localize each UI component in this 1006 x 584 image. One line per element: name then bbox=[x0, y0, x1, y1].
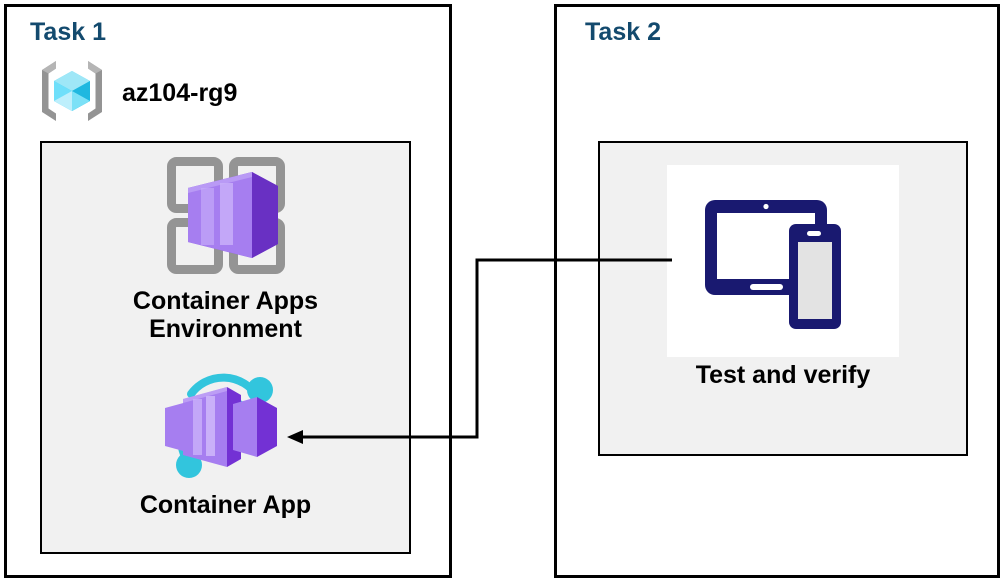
devices-test-icon bbox=[695, 184, 871, 339]
task-2-title: Task 2 bbox=[585, 18, 661, 46]
node-label-container-app: Container App bbox=[139, 491, 312, 519]
resource-group-name: az104-rg9 bbox=[122, 79, 238, 107]
container-apps-environment-icon bbox=[160, 152, 292, 283]
azure-resource-group-icon bbox=[36, 58, 108, 129]
node-label-test-and-verify: Test and verify bbox=[695, 361, 871, 389]
task-1-title: Task 1 bbox=[30, 18, 106, 46]
node-label-container-apps-environment: Container Apps Environment bbox=[132, 287, 319, 343]
test-icon-plate bbox=[667, 165, 899, 357]
node-container-apps-environment[interactable]: Container Apps Environment bbox=[40, 152, 411, 343]
container-app-icon bbox=[153, 372, 299, 487]
resource-group-row: az104-rg9 bbox=[36, 58, 237, 129]
node-container-app[interactable]: Container App bbox=[40, 372, 411, 519]
node-test-and-verify[interactable]: Test and verify bbox=[598, 165, 968, 389]
